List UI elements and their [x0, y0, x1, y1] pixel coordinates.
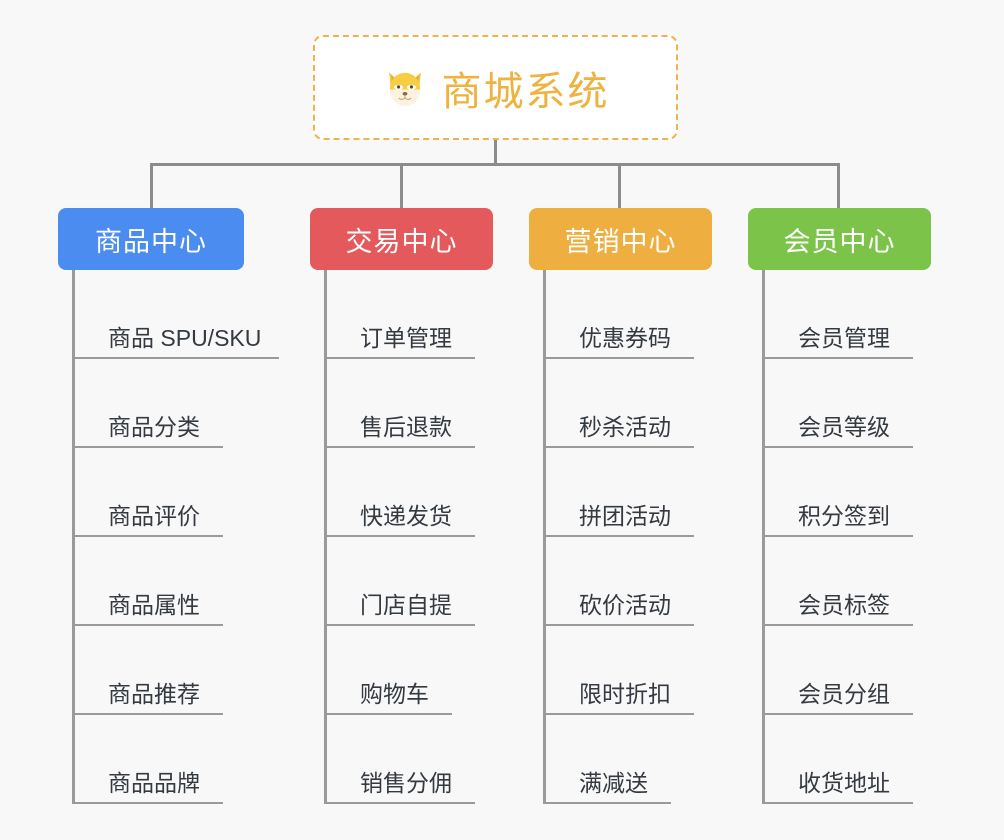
- list-item-label: 秒杀活动: [579, 414, 671, 440]
- branch-items-trade: 订单管理 售后退款 快递发货 门店自提 购物车 销售分佣: [324, 270, 493, 804]
- list-item[interactable]: 快递发货: [327, 448, 493, 537]
- list-item[interactable]: 会员标签: [765, 537, 931, 626]
- list-item-rule: [765, 624, 913, 626]
- list-item[interactable]: 拼团活动: [546, 448, 712, 537]
- list-item-label: 会员管理: [798, 325, 890, 351]
- list-item-label: 拼团活动: [579, 503, 671, 529]
- branch-header-product[interactable]: 商品中心: [58, 208, 244, 270]
- list-item[interactable]: 商品推荐: [75, 626, 244, 715]
- list-item-label: 会员等级: [798, 414, 890, 440]
- connector-root-stem: [494, 140, 497, 165]
- list-item-label: 商品分类: [108, 414, 200, 440]
- list-item-label: 收货地址: [798, 770, 890, 796]
- list-item[interactable]: 订单管理: [327, 270, 493, 359]
- list-item-rule: [75, 802, 223, 804]
- list-item[interactable]: 砍价活动: [546, 537, 712, 626]
- list-item-rule: [546, 802, 671, 804]
- shiba-inu-icon: [382, 65, 428, 111]
- list-item-label: 砍价活动: [579, 592, 671, 618]
- list-item-label: 积分签到: [798, 503, 890, 529]
- list-item-rule: [765, 713, 913, 715]
- branch-items-member: 会员管理 会员等级 积分签到 会员标签 会员分组 收货地址: [762, 270, 931, 804]
- list-item[interactable]: 商品 SPU/SKU: [75, 270, 279, 359]
- connector-drop-0: [150, 163, 153, 209]
- branch-items-product: 商品 SPU/SKU 商品分类 商品评价 商品属性 商品推荐 商品品牌: [72, 270, 279, 804]
- connector-drop-2: [618, 163, 621, 209]
- list-item-label: 商品品牌: [108, 770, 200, 796]
- list-item-rule: [765, 802, 913, 804]
- list-item-label: 优惠券码: [579, 325, 671, 351]
- branch-column-marketing: 营销中心 优惠券码 秒杀活动 拼团活动 砍价活动 限时折扣 满减送: [529, 208, 712, 804]
- list-item[interactable]: 商品属性: [75, 537, 244, 626]
- branch-header-trade-label: 交易中心: [345, 226, 458, 257]
- list-item-rule: [546, 446, 694, 448]
- list-item[interactable]: 收货地址: [765, 715, 931, 804]
- list-item[interactable]: 商品品牌: [75, 715, 244, 804]
- list-item-rule: [327, 713, 452, 715]
- list-item[interactable]: 购物车: [327, 626, 493, 715]
- list-item-rule: [546, 624, 694, 626]
- list-item-label: 满减送: [579, 770, 648, 796]
- list-item-label: 商品推荐: [108, 681, 200, 707]
- list-item[interactable]: 秒杀活动: [546, 359, 712, 448]
- branch-items-marketing: 优惠券码 秒杀活动 拼团活动 砍价活动 限时折扣 满减送: [543, 270, 712, 804]
- list-item-rule: [75, 535, 223, 537]
- branch-header-member-label: 会员中心: [783, 226, 896, 257]
- list-item-label: 商品评价: [108, 503, 200, 529]
- root-node[interactable]: 商城系统: [313, 35, 678, 140]
- connector-horizontal-bar: [150, 163, 840, 166]
- list-item-label: 销售分佣: [360, 770, 452, 796]
- branch-header-marketing[interactable]: 营销中心: [529, 208, 712, 270]
- branch-header-product-label: 商品中心: [95, 226, 207, 257]
- branch-column-member: 会员中心 会员管理 会员等级 积分签到 会员标签 会员分组 收货地址: [748, 208, 931, 804]
- branch-header-marketing-label: 营销中心: [564, 226, 677, 257]
- list-item[interactable]: 销售分佣: [327, 715, 493, 804]
- list-item-label: 门店自提: [360, 592, 452, 618]
- branch-header-member[interactable]: 会员中心: [748, 208, 931, 270]
- list-item-label: 会员标签: [798, 592, 890, 618]
- list-item-rule: [327, 802, 475, 804]
- root-title: 商城系统: [441, 69, 610, 114]
- list-item-label: 购物车: [360, 681, 429, 707]
- list-item-rule: [546, 357, 694, 359]
- list-item[interactable]: 会员管理: [765, 270, 931, 359]
- list-item[interactable]: 积分签到: [765, 448, 931, 537]
- list-item[interactable]: 售后退款: [327, 359, 493, 448]
- branch-column-trade: 交易中心 订单管理 售后退款 快递发货 门店自提 购物车 销售分佣: [310, 208, 493, 804]
- list-item-label: 商品属性: [108, 592, 200, 618]
- list-item-label: 快递发货: [360, 503, 452, 529]
- list-item-rule: [75, 357, 279, 359]
- list-item[interactable]: 会员等级: [765, 359, 931, 448]
- list-item[interactable]: 门店自提: [327, 537, 493, 626]
- list-item[interactable]: 满减送: [546, 715, 712, 804]
- list-item-rule: [765, 535, 913, 537]
- list-item-rule: [75, 446, 223, 448]
- list-item-label: 售后退款: [360, 414, 452, 440]
- list-item-label: 商品 SPU/SKU: [108, 325, 262, 351]
- list-item-rule: [765, 446, 913, 448]
- branch-column-product: 商品中心 商品 SPU/SKU 商品分类 商品评价 商品属性 商品推荐 商品品牌: [58, 208, 279, 804]
- list-item-rule: [75, 624, 223, 626]
- connector-drop-3: [837, 163, 840, 209]
- list-item[interactable]: 限时折扣: [546, 626, 712, 715]
- list-item[interactable]: 优惠券码: [546, 270, 712, 359]
- list-item-rule: [327, 624, 475, 626]
- branch-header-trade[interactable]: 交易中心: [310, 208, 493, 270]
- list-item-rule: [546, 535, 694, 537]
- list-item[interactable]: 商品分类: [75, 359, 244, 448]
- list-item-label: 订单管理: [360, 325, 452, 351]
- list-item-label: 限时折扣: [579, 681, 671, 707]
- list-item-label: 会员分组: [798, 681, 890, 707]
- list-item-rule: [327, 535, 475, 537]
- connector-drop-1: [400, 163, 403, 209]
- list-item-rule: [546, 713, 694, 715]
- list-item-rule: [327, 446, 475, 448]
- list-item[interactable]: 会员分组: [765, 626, 931, 715]
- list-item[interactable]: 商品评价: [75, 448, 244, 537]
- list-item-rule: [765, 357, 913, 359]
- list-item-rule: [327, 357, 475, 359]
- list-item-rule: [75, 713, 223, 715]
